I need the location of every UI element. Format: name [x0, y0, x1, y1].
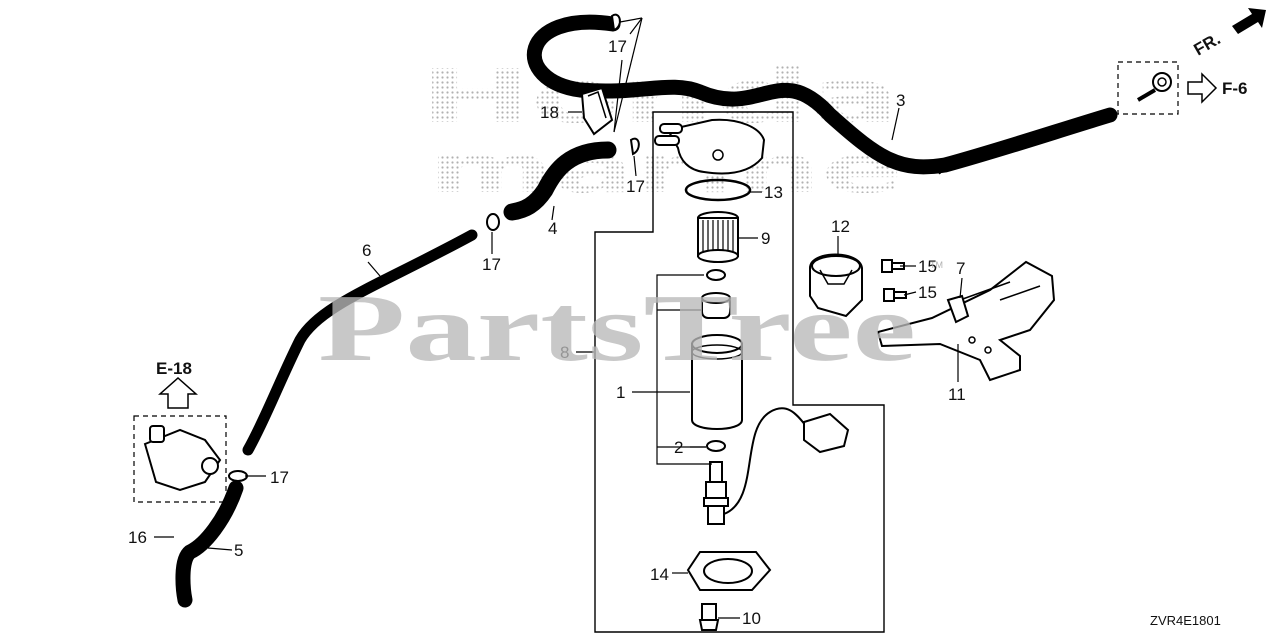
callout-18: 18: [540, 103, 559, 122]
callout-11: 11: [948, 385, 966, 404]
callout-4: 4: [548, 219, 557, 238]
callout-3: 3: [896, 91, 905, 110]
e18-reference: [133, 376, 227, 503]
callout-15-upper: 15: [918, 257, 937, 276]
small-seal: [706, 269, 726, 281]
f6-reference: [1117, 61, 1218, 115]
front-label: FR.: [1191, 29, 1224, 59]
watermark-tm: TM: [930, 260, 943, 270]
o-ring-13: [684, 178, 752, 202]
callout-10: 10: [742, 609, 761, 628]
right-arrow-icon: [1187, 72, 1218, 104]
filter-element-9: [697, 211, 739, 263]
filter-holder-12: [809, 253, 863, 318]
hose-4: [503, 141, 617, 221]
gasket-14: [686, 551, 772, 591]
hose-6: [242, 229, 478, 456]
clip-17-mid: [629, 137, 640, 156]
water-sensor: [703, 407, 850, 525]
callout-12: 12: [831, 217, 850, 236]
callout-6: 6: [362, 241, 371, 260]
callout-13: 13: [764, 183, 783, 202]
reference-f6: F-6: [1222, 79, 1248, 98]
fuel-filter-head: [654, 118, 766, 175]
callout-17-lower: 17: [270, 468, 289, 487]
callout-labels: 17 18 17 3 4 17 6 17 16 5 13 9 12 15 15 …: [128, 37, 966, 628]
callout-14: 14: [650, 565, 669, 584]
watermark-partstree: PartsTree: [318, 274, 916, 381]
clip-17-top: [610, 13, 621, 32]
filter-cup-1: [691, 334, 743, 430]
callout-9: 9: [761, 229, 770, 248]
callout-1: 1: [616, 383, 625, 402]
leader-lines: [154, 17, 963, 619]
up-arrow-icon: [158, 376, 198, 409]
reference-e18: E-18: [156, 359, 192, 378]
front-arrow-icon: [1232, 8, 1266, 34]
clip-7: [946, 294, 970, 324]
callout-15-lower: 15: [918, 283, 937, 302]
clip-17-hose6: [486, 213, 500, 231]
callout-16: 16: [128, 528, 147, 547]
front-direction-indicator: FR.: [1191, 8, 1266, 59]
hose-3: [526, 14, 1118, 175]
callout-17-mid: 17: [626, 177, 645, 196]
callout-2: 2: [674, 438, 683, 457]
clip-17-lower: [228, 470, 248, 482]
callout-17-hose6: 17: [482, 255, 501, 274]
hose-5: [175, 480, 244, 608]
float: [701, 292, 731, 319]
callout-7: 7: [956, 259, 965, 278]
callout-5: 5: [234, 541, 243, 560]
clip-18: [580, 86, 614, 136]
callout-17-top: 17: [608, 37, 627, 56]
bolt-10: [698, 603, 720, 631]
diagram-code: ZVR4E1801: [1150, 613, 1221, 628]
assembly-8-boundary: [594, 111, 885, 633]
o-ring-2: [706, 440, 726, 452]
bracket-11: [876, 260, 1056, 382]
callout-8: 8: [560, 343, 569, 362]
